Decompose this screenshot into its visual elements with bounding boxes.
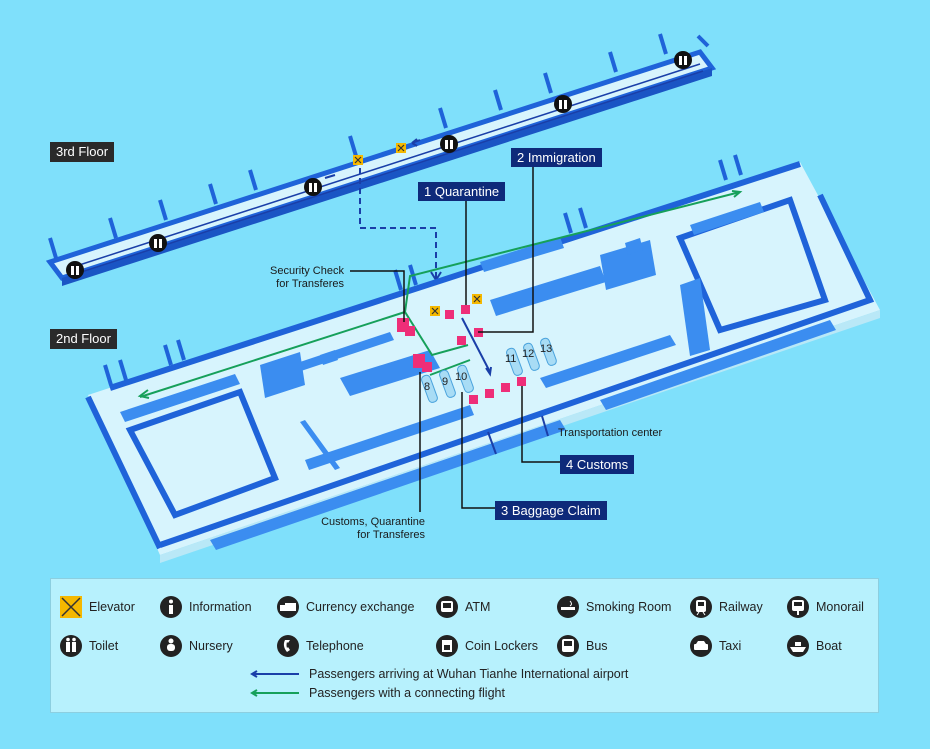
carousel-label: 13 <box>540 343 552 355</box>
legend-label: Boat <box>816 639 842 653</box>
information-icon <box>159 595 183 619</box>
baggage-claim-callout: 3 Baggage Claim <box>495 501 607 520</box>
legend-item-information: Information <box>159 595 252 619</box>
legend-item-bus: Bus <box>556 634 608 658</box>
boat-icon <box>786 634 810 658</box>
legend-item-telephone: Telephone <box>276 634 364 658</box>
legend-arriving-route: Passengers arriving at Wuhan Tianhe Inte… <box>249 667 628 681</box>
legend-label: Toilet <box>89 639 119 653</box>
legend-item-currency-exchange: Currency exchange <box>276 595 414 619</box>
legend-label: Information <box>189 600 252 614</box>
carousel-label: 8 <box>424 381 430 393</box>
legend-item-taxi: Taxi <box>689 634 741 658</box>
toilet-icon <box>66 51 692 279</box>
legend-item-smoking-room: Smoking Room <box>556 595 671 619</box>
terminal-map: 8 9 10 11 12 13 <box>45 33 880 563</box>
baggage-carousels <box>421 337 557 403</box>
legend-item-toilet: Toilet <box>59 634 118 658</box>
blue-arrow-line <box>250 670 299 678</box>
legend-panel: Elevator Information Currency exchange A… <box>50 578 879 713</box>
smoking-room-icon <box>556 595 580 619</box>
railway-icon <box>689 595 713 619</box>
legend-label: ATM <box>465 600 491 614</box>
customs-quarantine-line1: Customs, Quarantine <box>321 516 425 528</box>
telephone-icon <box>276 634 300 658</box>
bus-icon <box>556 634 580 658</box>
legend-label: Bus <box>586 639 608 653</box>
security-check-line1: Security Check <box>270 265 344 277</box>
second-floor-tag: 2nd Floor <box>50 329 117 349</box>
legend-label: Nursery <box>189 639 233 653</box>
legend-connecting-label: Passengers with a connecting flight <box>309 686 505 700</box>
quarantine-callout: 1 Quarantine <box>418 182 506 201</box>
carousel-label: 10 <box>455 371 467 383</box>
security-check-line2: for Transferes <box>276 278 344 290</box>
carousel-label: 9 <box>442 376 448 388</box>
legend-label: Taxi <box>719 639 742 653</box>
monorail-icon <box>786 595 810 619</box>
green-arrow-line <box>250 689 299 697</box>
arrival-route-dashed <box>359 168 437 278</box>
arrival-route <box>461 317 549 455</box>
callout-leaders <box>350 162 562 512</box>
transportation-center-note: Transportation center <box>558 427 663 439</box>
legend-item-railway: Railway <box>689 595 763 619</box>
atm-icon <box>435 595 459 619</box>
legend-item-elevator: Elevator <box>59 595 135 619</box>
customs-quarantine-note: Customs, Quarantine for Transferes <box>290 516 425 542</box>
legend-label: Monorail <box>816 600 864 614</box>
nursery-icon <box>159 634 183 658</box>
carousel-label: 12 <box>522 348 534 360</box>
third-floor-corridor <box>45 33 717 286</box>
legend-label: Currency exchange <box>306 600 415 614</box>
legend-item-monorail: Monorail <box>786 595 864 619</box>
legend-label: Coin Lockers <box>465 639 538 653</box>
legend-arriving-label: Passengers arriving at Wuhan Tianhe Inte… <box>309 667 629 681</box>
immigration-callout: 2 Immigration <box>511 148 602 167</box>
legend-label: Railway <box>719 600 763 614</box>
coin-lockers-icon <box>435 634 459 658</box>
legend-item-coin-lockers: Coin Lockers <box>435 634 538 658</box>
taxi-icon <box>689 634 713 658</box>
connecting-route <box>137 190 743 399</box>
elevator-icon <box>59 595 83 619</box>
toilet-icon <box>59 634 83 658</box>
checkpoint-markers <box>397 305 526 404</box>
currency-exchange-icon <box>276 595 300 619</box>
legend-item-boat: Boat <box>786 634 842 658</box>
legend-label: Elevator <box>89 600 135 614</box>
legend-item-nursery: Nursery <box>159 634 233 658</box>
carousel-label: 11 <box>505 353 516 365</box>
security-check-note: Security Check for Transferes <box>230 265 344 291</box>
third-floor-tag: 3rd Floor <box>50 142 115 162</box>
customs-quarantine-line2: for Transferes <box>357 529 425 541</box>
customs-callout: 4 Customs <box>560 455 635 474</box>
legend-connecting-route: Passengers with a connecting flight <box>249 686 505 700</box>
legend-item-atm: ATM <box>435 595 490 619</box>
legend-label: Telephone <box>306 639 364 653</box>
legend-label: Smoking Room <box>586 600 672 614</box>
